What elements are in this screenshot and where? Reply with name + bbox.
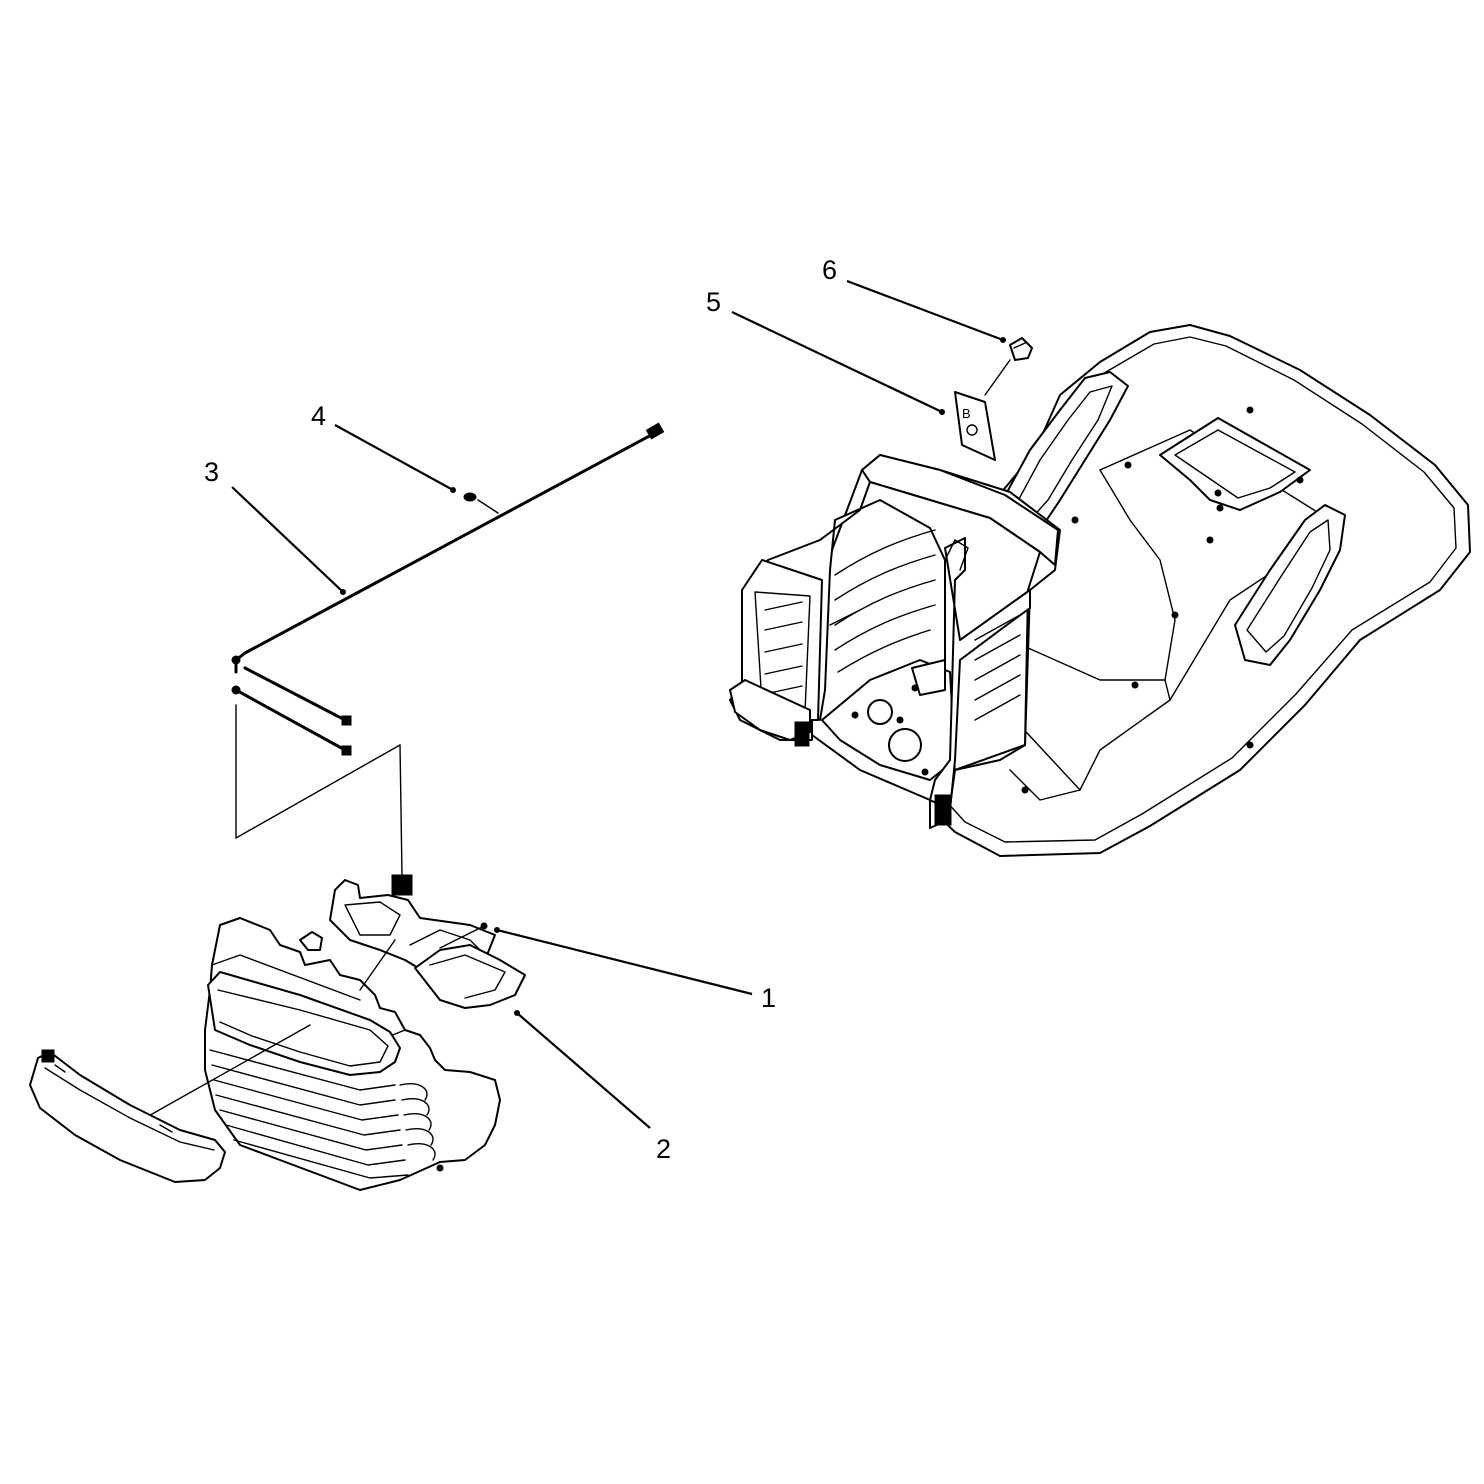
screw (439, 922, 488, 949)
grommet (463, 492, 499, 514)
wiring-harness (231, 422, 665, 876)
decal: B (954, 391, 996, 461)
decal-letter: B (962, 406, 971, 421)
callout-4: 4 (311, 401, 326, 431)
leader-4 (334, 424, 454, 491)
callout-leaders (231, 279, 1006, 1129)
callout-6: 6 (822, 255, 837, 285)
front-bumper (29, 1049, 226, 1183)
leader-6 (846, 279, 1004, 342)
fender-assembly (729, 324, 1471, 857)
leader-3 (231, 486, 344, 593)
callout-3: 3 (204, 457, 219, 487)
headlight-lens (414, 944, 526, 1009)
callout-5: 5 (706, 287, 721, 317)
callout-2: 2 (656, 1134, 671, 1164)
leader-2 (516, 1012, 651, 1129)
leader-1 (496, 928, 753, 996)
switch-knob (984, 337, 1033, 396)
callout-1: 1 (761, 983, 776, 1013)
leader-5 (731, 311, 943, 413)
hood-grille (144, 917, 501, 1191)
callout-labels: 1 2 3 4 5 6 (204, 255, 837, 1164)
